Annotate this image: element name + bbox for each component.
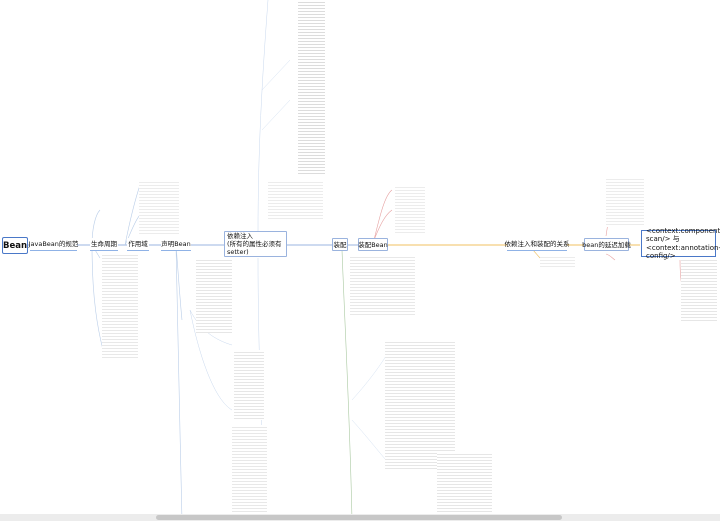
topic-declare-bean[interactable]: 声明Bean bbox=[161, 238, 191, 251]
branch-line bbox=[532, 249, 541, 259]
branch-text-block bbox=[681, 258, 717, 322]
branch-line bbox=[605, 253, 616, 261]
branch-line bbox=[261, 59, 291, 91]
branch-line bbox=[373, 189, 393, 241]
branch-text-block bbox=[234, 350, 264, 420]
topic-lazy-load[interactable]: bean的延迟加载 bbox=[582, 238, 631, 251]
branch-text-block bbox=[437, 452, 492, 512]
branch-line bbox=[189, 309, 233, 411]
branch-text-block bbox=[54, 206, 94, 240]
branch-text-block bbox=[395, 185, 425, 233]
topic-di-wiring-relation[interactable]: 依赖注入和装配的关系 bbox=[505, 238, 570, 251]
branch-line bbox=[91, 244, 104, 351]
branch-line bbox=[124, 184, 141, 246]
topic-wiring[interactable]: 装配 bbox=[332, 238, 348, 251]
branch-line bbox=[175, 244, 183, 521]
branch-text-block bbox=[350, 255, 415, 315]
horizontal-scrollbar[interactable] bbox=[0, 514, 720, 521]
branch-text-block bbox=[196, 258, 232, 333]
branch-text-block bbox=[298, 0, 325, 175]
branch-text-block bbox=[385, 340, 455, 470]
topic-wiring-bean[interactable]: 装配Bean bbox=[358, 238, 388, 251]
branch-text-block bbox=[606, 177, 644, 227]
branch-text-block bbox=[540, 255, 575, 267]
branch-line bbox=[189, 309, 233, 346]
branch-line bbox=[175, 244, 183, 321]
topic-context-scan[interactable]: <context:component-scan/> 与 <context:ann… bbox=[641, 227, 720, 260]
topic-lifecycle[interactable]: 生命周期 bbox=[90, 238, 118, 251]
branch-text-block bbox=[102, 253, 138, 358]
branch-line bbox=[124, 214, 141, 246]
branch-text-block bbox=[139, 180, 179, 236]
topic-javabean-spec[interactable]: JavaBean的规范 bbox=[29, 238, 78, 251]
root-node-bean[interactable]: Bean bbox=[2, 237, 28, 254]
branch-text-block bbox=[268, 180, 323, 220]
topic-scope[interactable]: 作用域 bbox=[127, 238, 149, 251]
branch-line bbox=[373, 209, 393, 241]
branch-text-block bbox=[232, 425, 267, 515]
branch-line bbox=[261, 99, 291, 131]
branch-line bbox=[341, 249, 353, 521]
topic-dependency-injection[interactable]: 依赖注入 (所有的属性必须有 setter) bbox=[224, 231, 287, 257]
scrollbar-thumb[interactable] bbox=[156, 515, 562, 520]
branch-line bbox=[257, 0, 269, 233]
